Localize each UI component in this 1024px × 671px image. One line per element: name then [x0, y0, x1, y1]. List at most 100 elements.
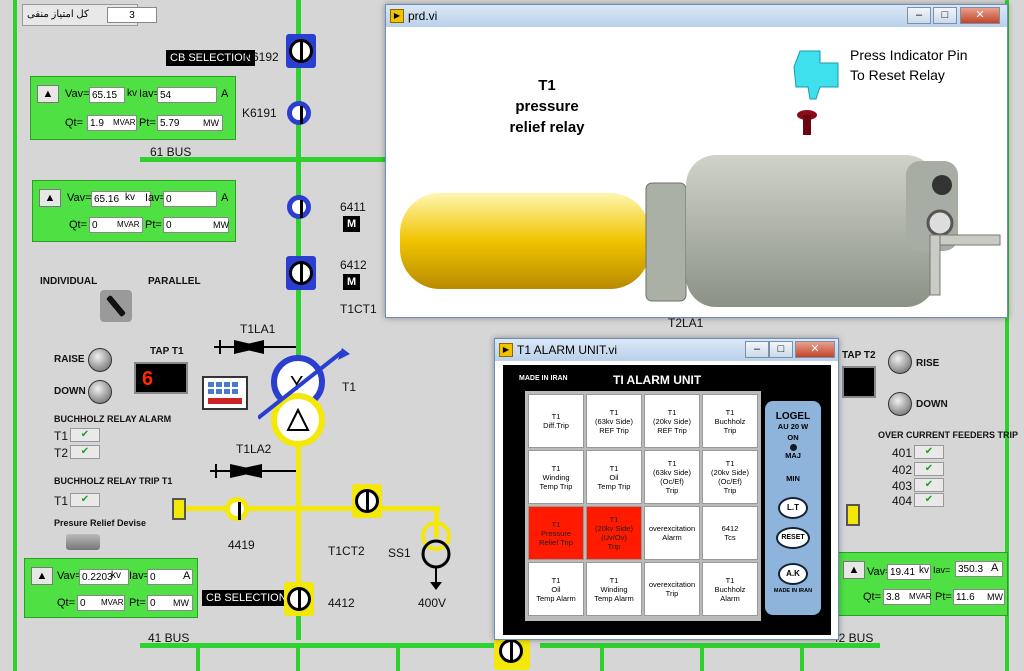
alarm-cell: T1 (63kv Side) (Oc/Ef) Trip: [644, 450, 700, 504]
buchholz-trip-t1-label: T1: [54, 494, 69, 508]
panel-2-vav-label: Vav=: [67, 192, 92, 204]
panel-3-vav-unit: kv: [111, 570, 121, 581]
keypad-icon[interactable]: [202, 376, 248, 410]
metering-panel-4: ▲ Vav= 19.41 kv Iav= 350.3 A Qt= 3.8 MVA…: [838, 552, 1008, 616]
alarm-close-button[interactable]: ✕: [795, 341, 835, 358]
alarm-cell: T1 Oil Temp Alarm: [528, 562, 584, 616]
tap-t2-down-label: DOWN: [916, 399, 948, 410]
on-label: ON: [787, 433, 799, 442]
buchholz-alarm-t1-indicator: ✔: [70, 428, 100, 442]
prd-minimize-button[interactable]: –: [907, 7, 931, 24]
alarm-cell: T1 (20kv Side) (Oc/Ef) Trip: [702, 450, 758, 504]
feeder-402-indicator: ✔: [914, 462, 944, 476]
t1ct1-label: T1CT1: [340, 302, 377, 316]
breaker-6412-m-button[interactable]: M: [343, 274, 361, 290]
made-in-iran-label-2: MADE IN IRAN: [773, 588, 813, 594]
buchholz-trip-t1-indicator: ✔: [70, 493, 100, 507]
labview-vi-icon: ▶: [390, 9, 404, 23]
t1la2-label: T1LA2: [236, 442, 272, 456]
prd-instruction-line2: To Reset Relay: [850, 67, 945, 83]
breaker-6411[interactable]: [284, 190, 314, 224]
breaker-feeder-20kv[interactable]: [352, 484, 382, 518]
prd-heading-line3: relief relay: [509, 119, 585, 136]
panel-1-up-button[interactable]: ▲: [37, 85, 59, 103]
prd-heading-line2: pressure: [515, 98, 579, 115]
overcurrent-title: OVER CURRENT FEEDERS TRIP: [878, 430, 1019, 440]
breaker-bus-tie[interactable]: [494, 634, 530, 670]
panel-3-pt-label: Pt=: [129, 597, 146, 609]
station-service-transformer-icon[interactable]: [416, 520, 456, 592]
buchholz-trip-title: BUCHHOLZ RELAY TRIP T1: [54, 476, 173, 486]
alarm-cell: overexcitation Trip: [644, 562, 700, 616]
t2la1-label: T2LA1: [668, 316, 704, 330]
bus-42-drop-3: [800, 648, 804, 671]
mode-selector-knob[interactable]: [100, 290, 132, 322]
tap-t2-title: TAP T2: [842, 350, 876, 361]
breaker-4419[interactable]: [222, 492, 252, 526]
breaker-k6192[interactable]: [286, 34, 316, 68]
panel-3-up-button[interactable]: ▲: [31, 567, 53, 585]
panel-4-iav-field: 350.3: [955, 561, 1003, 577]
cb-selection-bottom[interactable]: CB SELECTION: [202, 590, 291, 606]
prd-heading-line1: T1: [538, 77, 556, 94]
feeder-402-label: 402: [892, 463, 913, 477]
pressure-relief-device-icon[interactable]: [66, 534, 100, 550]
prd-canvas: T1 pressure relief relay Press Indicator…: [392, 33, 1002, 313]
indicator-pin-button[interactable]: [796, 109, 818, 135]
panel-4-qt-unit: MVAR: [909, 592, 932, 601]
alarm-cell: overexcitation Alarm: [644, 506, 700, 560]
alarm-maximize-button[interactable]: □: [769, 341, 793, 358]
panel-1-iav-label: Iav=: [139, 88, 161, 100]
down-label: DOWN: [54, 386, 86, 397]
bus-41-drop-3: [396, 648, 400, 671]
reset-button[interactable]: RESET: [776, 527, 810, 549]
lt-button[interactable]: L.T: [778, 497, 808, 519]
alarm-cell-active: T1 Pressure Relief Trip: [528, 506, 584, 560]
ak-button[interactable]: A.K: [778, 563, 808, 585]
tap-t1-title: TAP T1: [150, 346, 184, 357]
panel-2-qt-field: 0: [89, 217, 143, 233]
prd-window-titlebar[interactable]: ▶ prd.vi – □ ✕: [386, 5, 1007, 27]
labview-vi-icon-2: ▶: [499, 343, 513, 357]
panel-2-vav-field: 65.16: [91, 191, 151, 207]
panel-4-up-button[interactable]: ▲: [843, 561, 865, 579]
breaker-6411-m-button[interactable]: M: [343, 216, 361, 232]
bus-41: [140, 643, 496, 648]
tap-t1-down-button[interactable]: [88, 380, 112, 404]
bus-42-label: 42 BUS: [832, 631, 874, 645]
panel-3-qt-unit: MVAR: [101, 598, 124, 607]
transformer-t1-label: T1: [342, 380, 357, 394]
yellow-horizontal-bus: [180, 506, 440, 511]
v400-label: 400V: [418, 596, 447, 610]
metering-panel-3: ▲ Vav= 0.2203 kv Iav= 0 A Qt= 0 MVAR Pt=…: [24, 558, 198, 618]
panel-4-qt-label: Qt=: [863, 591, 882, 603]
transformer-t1-icon[interactable]: Y: [256, 344, 358, 460]
alarm-cell: T1 Diff.Trip: [528, 394, 584, 448]
tap-t2-down-button[interactable]: [888, 392, 912, 416]
feeder-403-label: 403: [892, 479, 913, 493]
yellow-vertical-bus: [296, 440, 301, 590]
feeder-401-indicator: ✔: [914, 445, 944, 459]
panel-1-pt-label: Pt=: [139, 117, 156, 129]
breaker-4412[interactable]: [284, 582, 314, 616]
prd-close-button[interactable]: ✕: [960, 7, 1000, 24]
ak-button-label: A.K: [786, 569, 800, 578]
alarm-window-titlebar[interactable]: ▶ T1 ALARM UNIT.vi – □ ✕: [495, 339, 838, 361]
breaker-6412[interactable]: [286, 256, 316, 290]
panel-2-up-button[interactable]: ▲: [39, 189, 61, 207]
negative-score-box: کل امتیاز منفی 3: [22, 4, 157, 26]
left-bus-line: [13, 0, 17, 671]
bus-61: [140, 157, 390, 162]
tap-t1-raise-button[interactable]: [88, 348, 112, 372]
panel-2-qt-label: Qt=: [69, 219, 88, 231]
alarm-unit-window: ▶ T1 ALARM UNIT.vi – □ ✕ MADE IN IRAN TI…: [494, 338, 839, 640]
pointing-hand-icon: [790, 47, 842, 101]
cb-selection-top[interactable]: CB SELECTION: [166, 50, 255, 66]
panel-2-qt-unit: MVAR: [117, 220, 140, 229]
prd-instruction: Press Indicator Pin To Reset Relay: [850, 45, 968, 85]
tap-t2-rise-button[interactable]: [888, 350, 912, 374]
alarm-minimize-button[interactable]: –: [745, 341, 769, 358]
breaker-k6191[interactable]: [284, 96, 314, 130]
prd-maximize-button[interactable]: □: [933, 7, 957, 24]
negative-score-value: 3: [107, 7, 157, 23]
